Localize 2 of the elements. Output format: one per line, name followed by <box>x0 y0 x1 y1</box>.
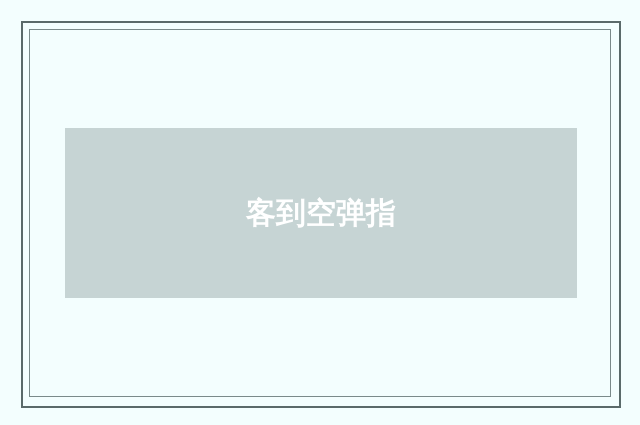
text-panel <box>65 128 577 298</box>
panel-title: 客到空弹指 <box>246 194 396 232</box>
